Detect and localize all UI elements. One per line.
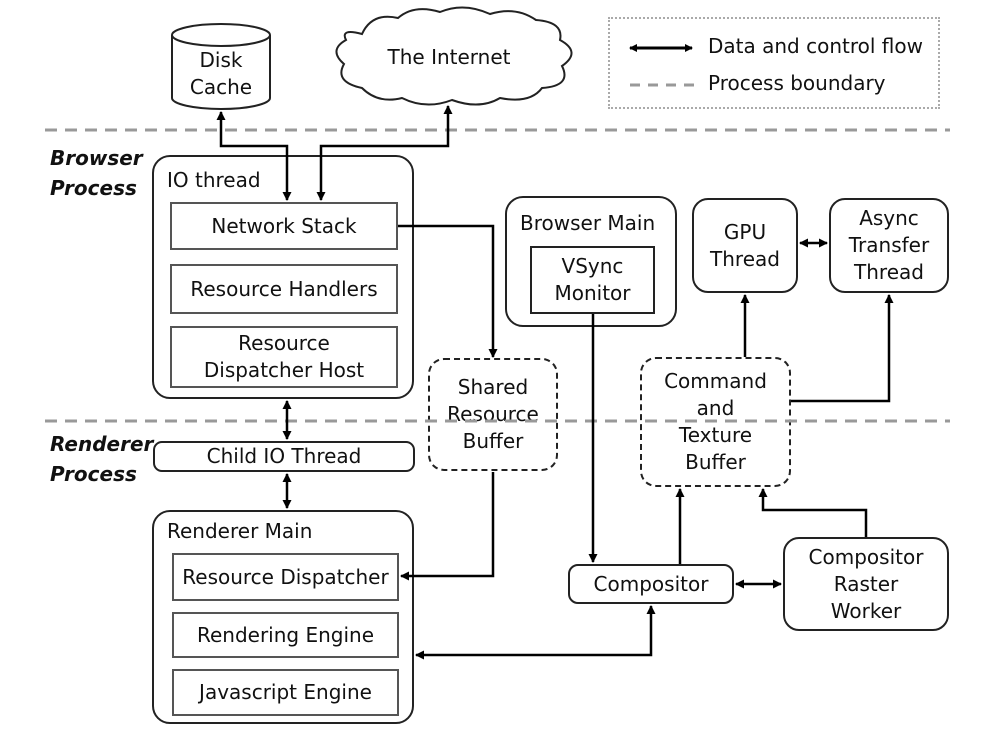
compositor-box: Compositor: [568, 564, 734, 604]
resource-dispatcher-host-box: Resource Dispatcher Host: [170, 326, 398, 388]
command-texture-buffer-box: Command and Texture Buffer: [640, 357, 791, 487]
legend-flow-label: Data and control flow: [708, 34, 923, 58]
child-io-thread-box: Child IO Thread: [153, 441, 415, 472]
arrow-renderermain-compositor: [415, 605, 656, 660]
compositor-raster-worker-box: Compositor Raster Worker: [783, 537, 949, 631]
async-transfer-thread-box: Async Transfer Thread: [829, 198, 949, 293]
renderer-main-container: [152, 510, 414, 724]
resource-handlers-box: Resource Handlers: [170, 264, 398, 314]
gpu-thread-box: GPU Thread: [692, 198, 798, 293]
vsync-monitor-box: VSync Monitor: [530, 246, 655, 314]
renderer-process-label: Renderer Process: [50, 432, 154, 486]
arrow-commandbuffer-asynctransfer: [791, 294, 894, 403]
legend: Data and control flow Process boundary: [608, 17, 940, 109]
javascript-engine-box: Javascript Engine: [172, 669, 399, 716]
arrow-rasterworker-commandbuffer: [758, 488, 868, 537]
shared-resource-buffer-box: Shared Resource Buffer: [428, 358, 558, 471]
io-thread-title: IO thread: [167, 168, 261, 192]
browser-main-container: [505, 196, 677, 327]
network-stack-box: Network Stack: [170, 202, 398, 250]
legend-boundary-label: Process boundary: [708, 71, 886, 95]
resource-dispatcher-box: Resource Dispatcher: [172, 553, 399, 601]
arrow-sharedbuffer-resourcedispatcher: [400, 472, 495, 581]
browser-process-label: Browser Process: [50, 146, 143, 200]
rendering-engine-box: Rendering Engine: [172, 612, 399, 658]
renderer-main-title: Renderer Main: [167, 519, 313, 543]
legend-symbols: [629, 44, 694, 87]
browser-main-title: Browser Main: [520, 211, 656, 235]
internet-label: The Internet: [387, 45, 511, 69]
disk-cache-label: Disk Cache: [189, 48, 253, 99]
